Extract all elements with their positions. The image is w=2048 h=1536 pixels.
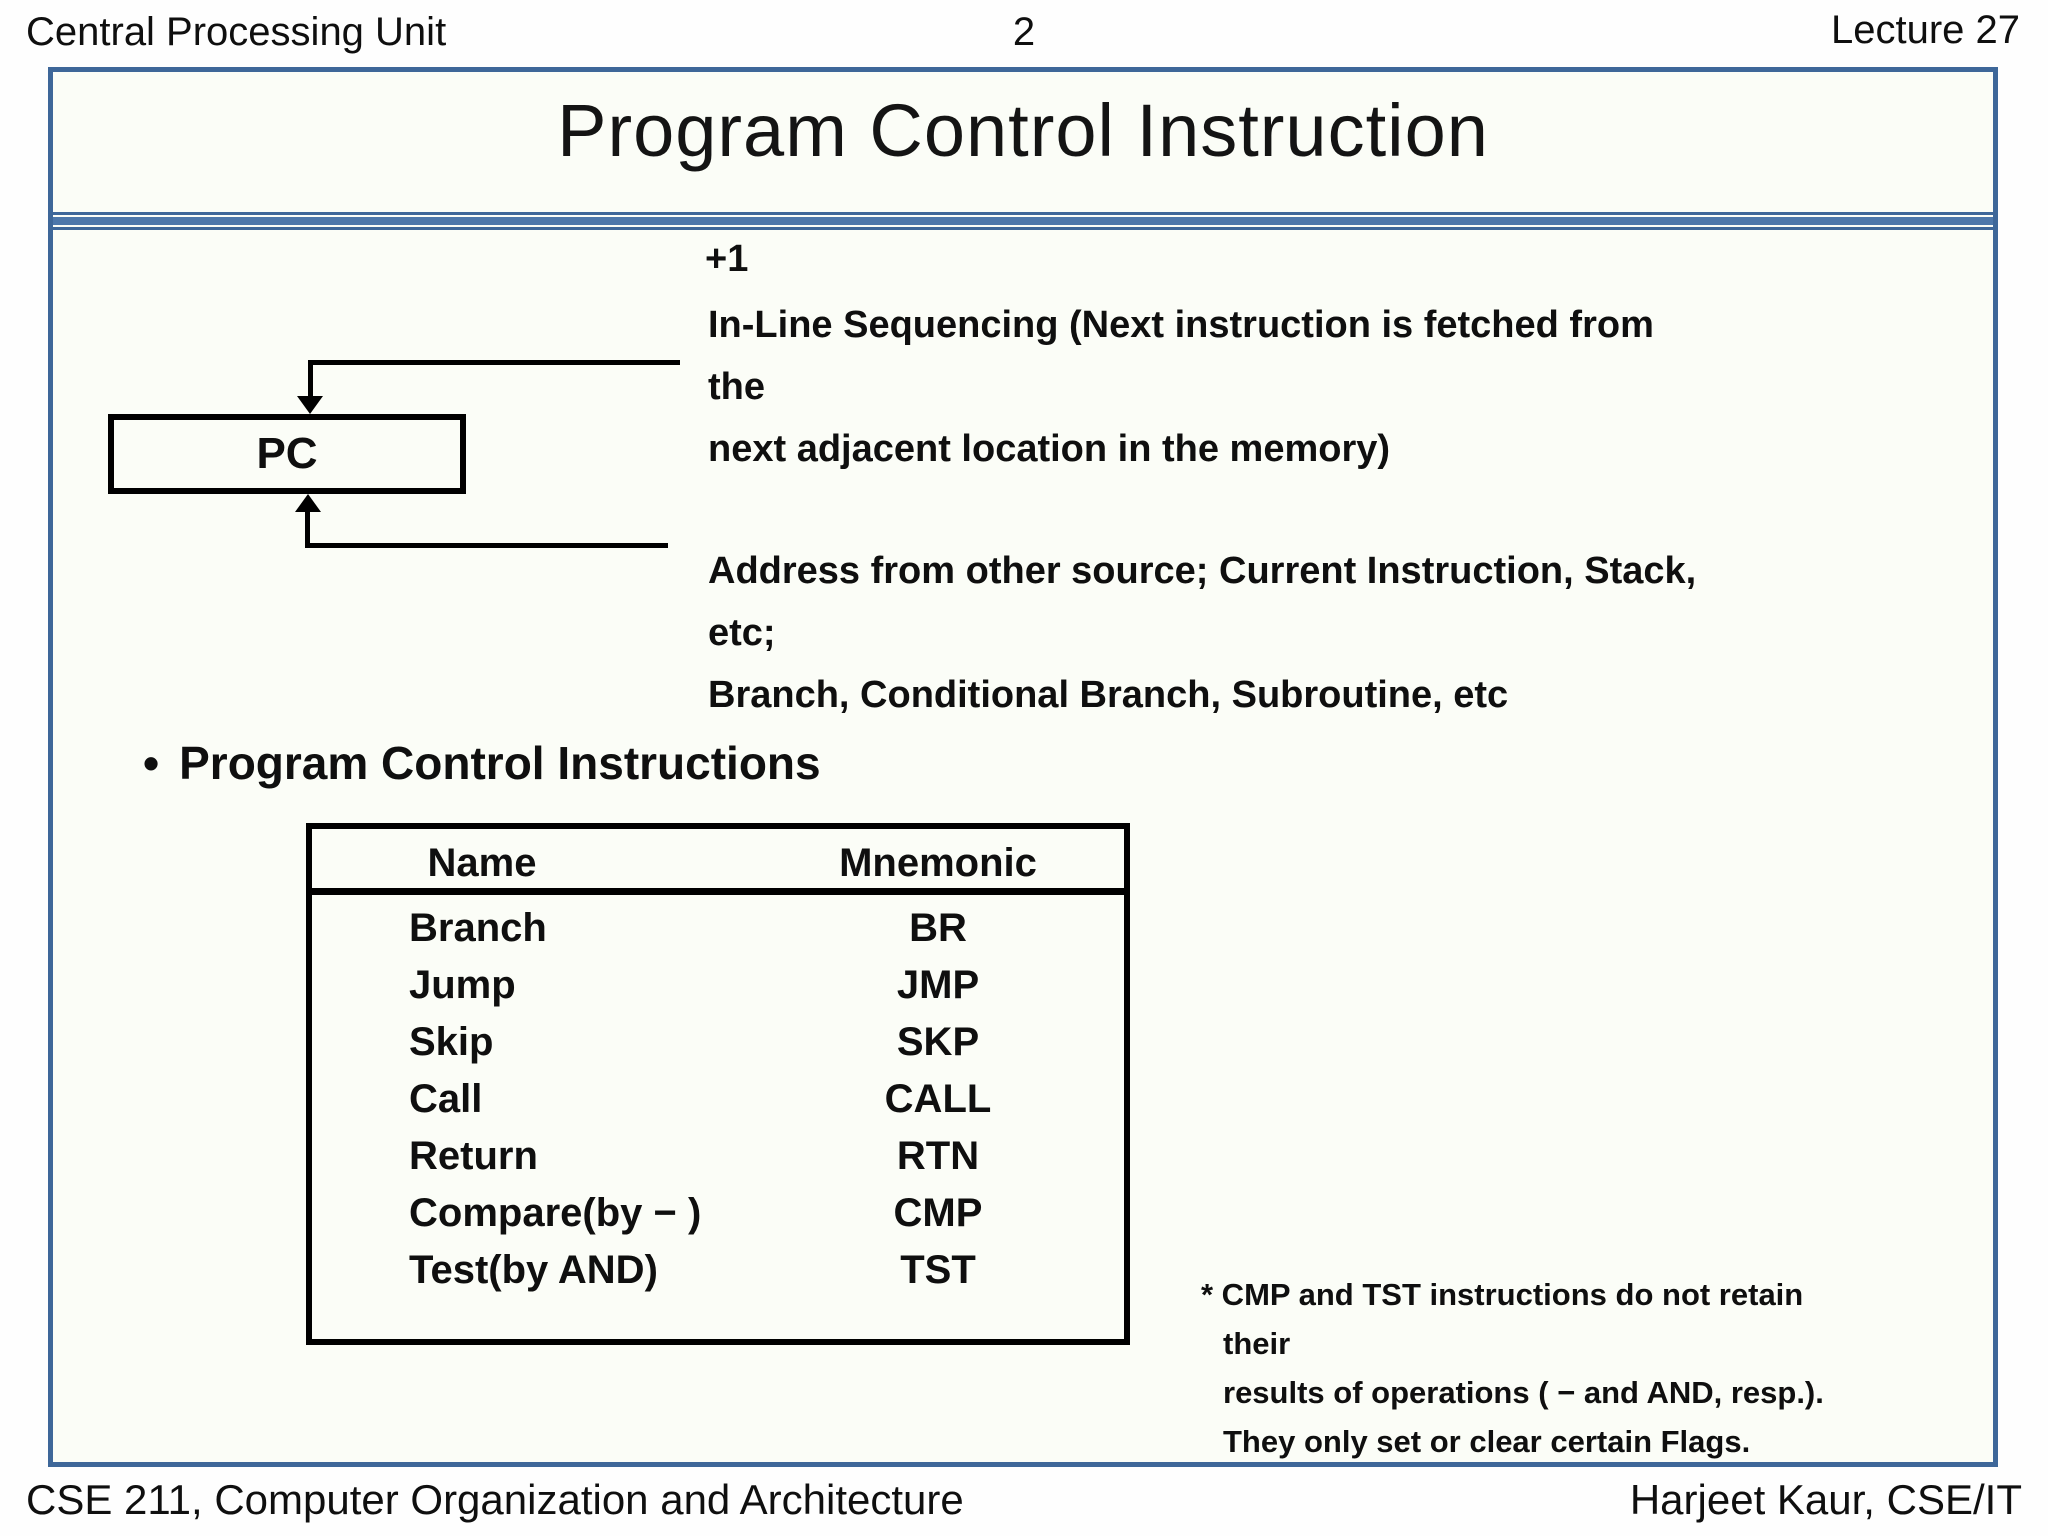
cell-name: Skip [409,1020,494,1064]
table-row: Call CALL [312,1073,1124,1130]
header-lecture-number: Lecture 27 [1830,8,2020,52]
table-row: Skip SKP [312,1016,1124,1073]
separator-line-top [53,212,1993,215]
cell-mnemonic: JMP [896,963,980,1007]
separator-band [53,217,1993,225]
cell-name: Jump [409,963,516,1007]
table-row: Branch BR [312,902,1124,959]
table-row: Test(by AND) TST [312,1244,1124,1301]
address-source-text: Address from other source; Current Instr… [708,550,1697,716]
cell-mnemonic: SKP [896,1020,980,1064]
inline-sequencing-text: In-Line Sequencing (Next instruction is … [708,304,1654,470]
table-body: Branch BR Jump JMP Skip SKP Call CALL Re… [312,895,1124,1301]
bullet-item: • Program Control Instructions [143,736,821,790]
increment-path-stem [308,360,313,396]
table-row: Jump JMP [312,959,1124,1016]
table-row: Compare(by − ) CMP [312,1187,1124,1244]
address-path-stem [305,510,310,548]
arrowhead-into-pc-icon [297,396,323,414]
footer-course: CSE 211, Computer Organization and Archi… [26,1476,964,1523]
cell-name: Return [409,1134,538,1178]
table-header-row: Name Mnemonic [312,829,1124,888]
cell-mnemonic: CMP [893,1191,983,1235]
instruction-table: Name Mnemonic Branch BR Jump JMP Skip SK… [306,823,1130,1345]
cell-name: Compare(by − ) [409,1191,702,1235]
increment-path-line [310,360,680,365]
footnote: * CMP and TST instructions do not retain… [1201,1277,1824,1459]
cell-name: Call [409,1077,483,1121]
header-course-title: Central Processing Unit [26,10,447,54]
slide-frame: Program Control Instruction +1 In-Line S… [48,67,1998,1467]
separator-line-bottom [53,227,1993,230]
address-path-line [308,543,668,548]
bullet-dot: • [143,737,160,789]
column-header-name: Name [427,841,537,885]
table-row: Return RTN [312,1130,1124,1187]
table-header-divider [312,888,1124,895]
footer-author: Harjeet Kaur, CSE/IT [1629,1476,2022,1523]
bullet-text: Program Control Instructions [179,737,821,789]
increment-label: +1 [705,238,749,280]
footer: CSE 211, Computer Organization and Archi… [26,1476,2022,1524]
header-page-number: 2 [1012,10,1036,54]
slide-title: Program Control Instruction [557,89,1489,172]
cell-mnemonic: BR [909,906,967,950]
pc-label: PC [256,429,318,478]
pc-register-box: PC [108,414,466,494]
cell-name: Test(by AND) [409,1248,658,1292]
column-header-mnemonic: Mnemonic [839,841,1037,885]
cell-mnemonic: TST [900,1248,976,1292]
cell-mnemonic: RTN [896,1134,980,1178]
title-separator [53,212,1993,230]
cell-name: Branch [409,906,547,950]
cell-mnemonic: CALL [884,1077,992,1121]
arrowhead-from-source-icon [295,494,321,512]
